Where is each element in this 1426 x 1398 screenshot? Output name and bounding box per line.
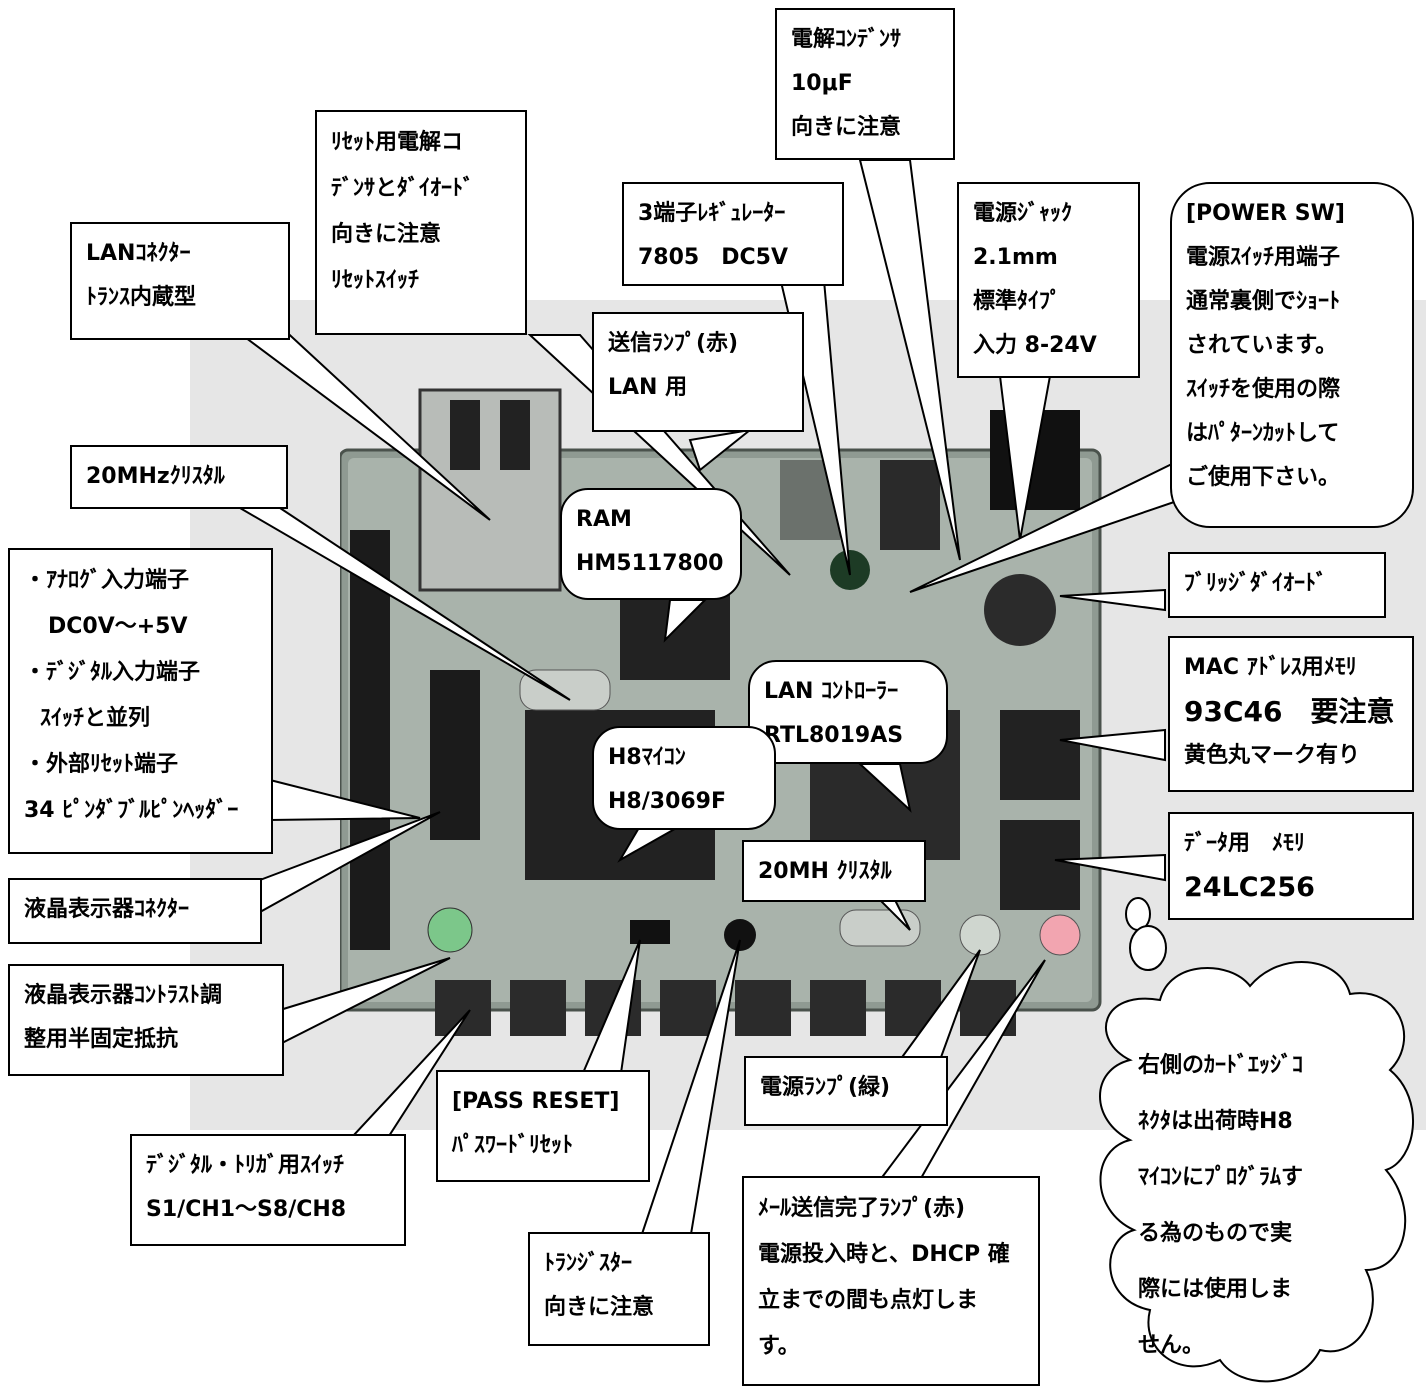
bridge-diode-part bbox=[984, 574, 1056, 646]
regulator-heatsink bbox=[880, 460, 940, 550]
data-memory-chip bbox=[1000, 820, 1080, 910]
label-electrolytic-cap: 電解ｺﾝﾃﾞﾝｻ 10μF 向きに注意 bbox=[775, 8, 955, 160]
contrast-pot-part bbox=[427, 907, 473, 953]
transistor-part bbox=[724, 919, 756, 951]
label-power-jack: 電源ｼﾞｬｯｸ 2.1mm 標準ﾀｲﾌﾟ 入力 8-24V bbox=[957, 182, 1140, 378]
label-analog-header: ・ｱﾅﾛｸﾞ入力端子 DC0V～+5V ・ﾃﾞｼﾞﾀﾙ入力端子 ｽｲｯﾁと並列 … bbox=[8, 548, 273, 854]
label-crystal-20mhz: 20MHzｸﾘｽﾀﾙ bbox=[70, 445, 288, 509]
jumper-part bbox=[630, 920, 670, 944]
label-bridge-diode: ﾌﾞﾘｯｼﾞﾀﾞｲｵｰﾄﾞ bbox=[1168, 552, 1386, 618]
crystal-20mhz-part bbox=[519, 669, 611, 711]
label-crystal-20mh: 20MH ｸﾘｽﾀﾙ bbox=[742, 840, 926, 902]
label-power-sw: [POWER SW] 電源ｽｲｯﾁ用端子 通常裏側でｼｮｰﾄ されています。 ｽ… bbox=[1170, 182, 1414, 528]
label-card-edge: 右側のｶｰﾄﾞｴｯｼﾞｺ ﾈｸﾀは出荷時H8 ﾏｲｺﾝにﾌﾟﾛｸﾞﾗﾑす る為の… bbox=[1138, 1053, 1304, 1358]
send-led bbox=[1039, 914, 1081, 956]
label-mac-memory: MAC ｱﾄﾞﾚｽ用ﾒﾓﾘ 93C46 要注意 黄色丸マーク有り bbox=[1168, 636, 1414, 792]
label-digital-switch: ﾃﾞｼﾞﾀﾙ・ﾄﾘｶﾞ用ｽｲｯﾁ S1/CH1～S8/CH8 bbox=[130, 1134, 406, 1246]
label-transistor: ﾄﾗﾝｼﾞｽﾀｰ 向きに注意 bbox=[528, 1232, 710, 1346]
power-led bbox=[959, 914, 1001, 956]
label-lan-connector: LANｺﾈｸﾀｰ ﾄﾗﾝｽ内蔵型 bbox=[70, 222, 290, 340]
label-reset-parts: ﾘｾｯﾄ用電解コ ﾃﾞﾝｻとﾀﾞｲｵｰﾄﾞ 向きに注意 ﾘｾｯﾄｽｲｯﾁ bbox=[315, 110, 527, 335]
label-pass-reset: [PASS RESET] ﾊﾟｽﾜｰﾄﾞﾘｾｯﾄ bbox=[436, 1070, 650, 1182]
label-h8-mcu: H8ﾏｲｺﾝ H8/3069F bbox=[592, 726, 776, 830]
mac-memory-chip bbox=[1000, 710, 1080, 800]
cloud-bubble bbox=[1099, 897, 1414, 1383]
label-lan-controller: LAN ｺﾝﾄﾛｰﾗｰ RTL8019AS bbox=[748, 660, 948, 764]
label-power-lamp: 電源ﾗﾝﾌﾟ(緑) bbox=[744, 1056, 948, 1126]
switch-row bbox=[435, 980, 1016, 1036]
pin-header-34 bbox=[350, 530, 390, 950]
label-lcd-connector: 液晶表示器ｺﾈｸﾀｰ bbox=[8, 878, 262, 944]
label-send-lamp: 送信ﾗﾝﾌﾟ(赤) LAN 用 bbox=[592, 312, 804, 432]
label-ram: RAM HM5117800 bbox=[560, 488, 742, 600]
label-regulator: 3端子ﾚｷﾞｭﾚｰﾀｰ 7805 DC5V bbox=[622, 182, 844, 286]
label-contrast-pot: 液晶表示器ｺﾝﾄﾗｽﾄ調 整用半固定抵抗 bbox=[8, 964, 284, 1076]
label-data-memory: ﾃﾞｰﾀ用 ﾒﾓﾘ 24LC256 bbox=[1168, 812, 1414, 920]
lan-connector-part bbox=[418, 388, 562, 592]
label-mail-lamp: ﾒｰﾙ送信完了ﾗﾝﾌﾟ(赤) 電源投入時と、DHCP 確 立までの間も点灯しま … bbox=[742, 1176, 1040, 1386]
